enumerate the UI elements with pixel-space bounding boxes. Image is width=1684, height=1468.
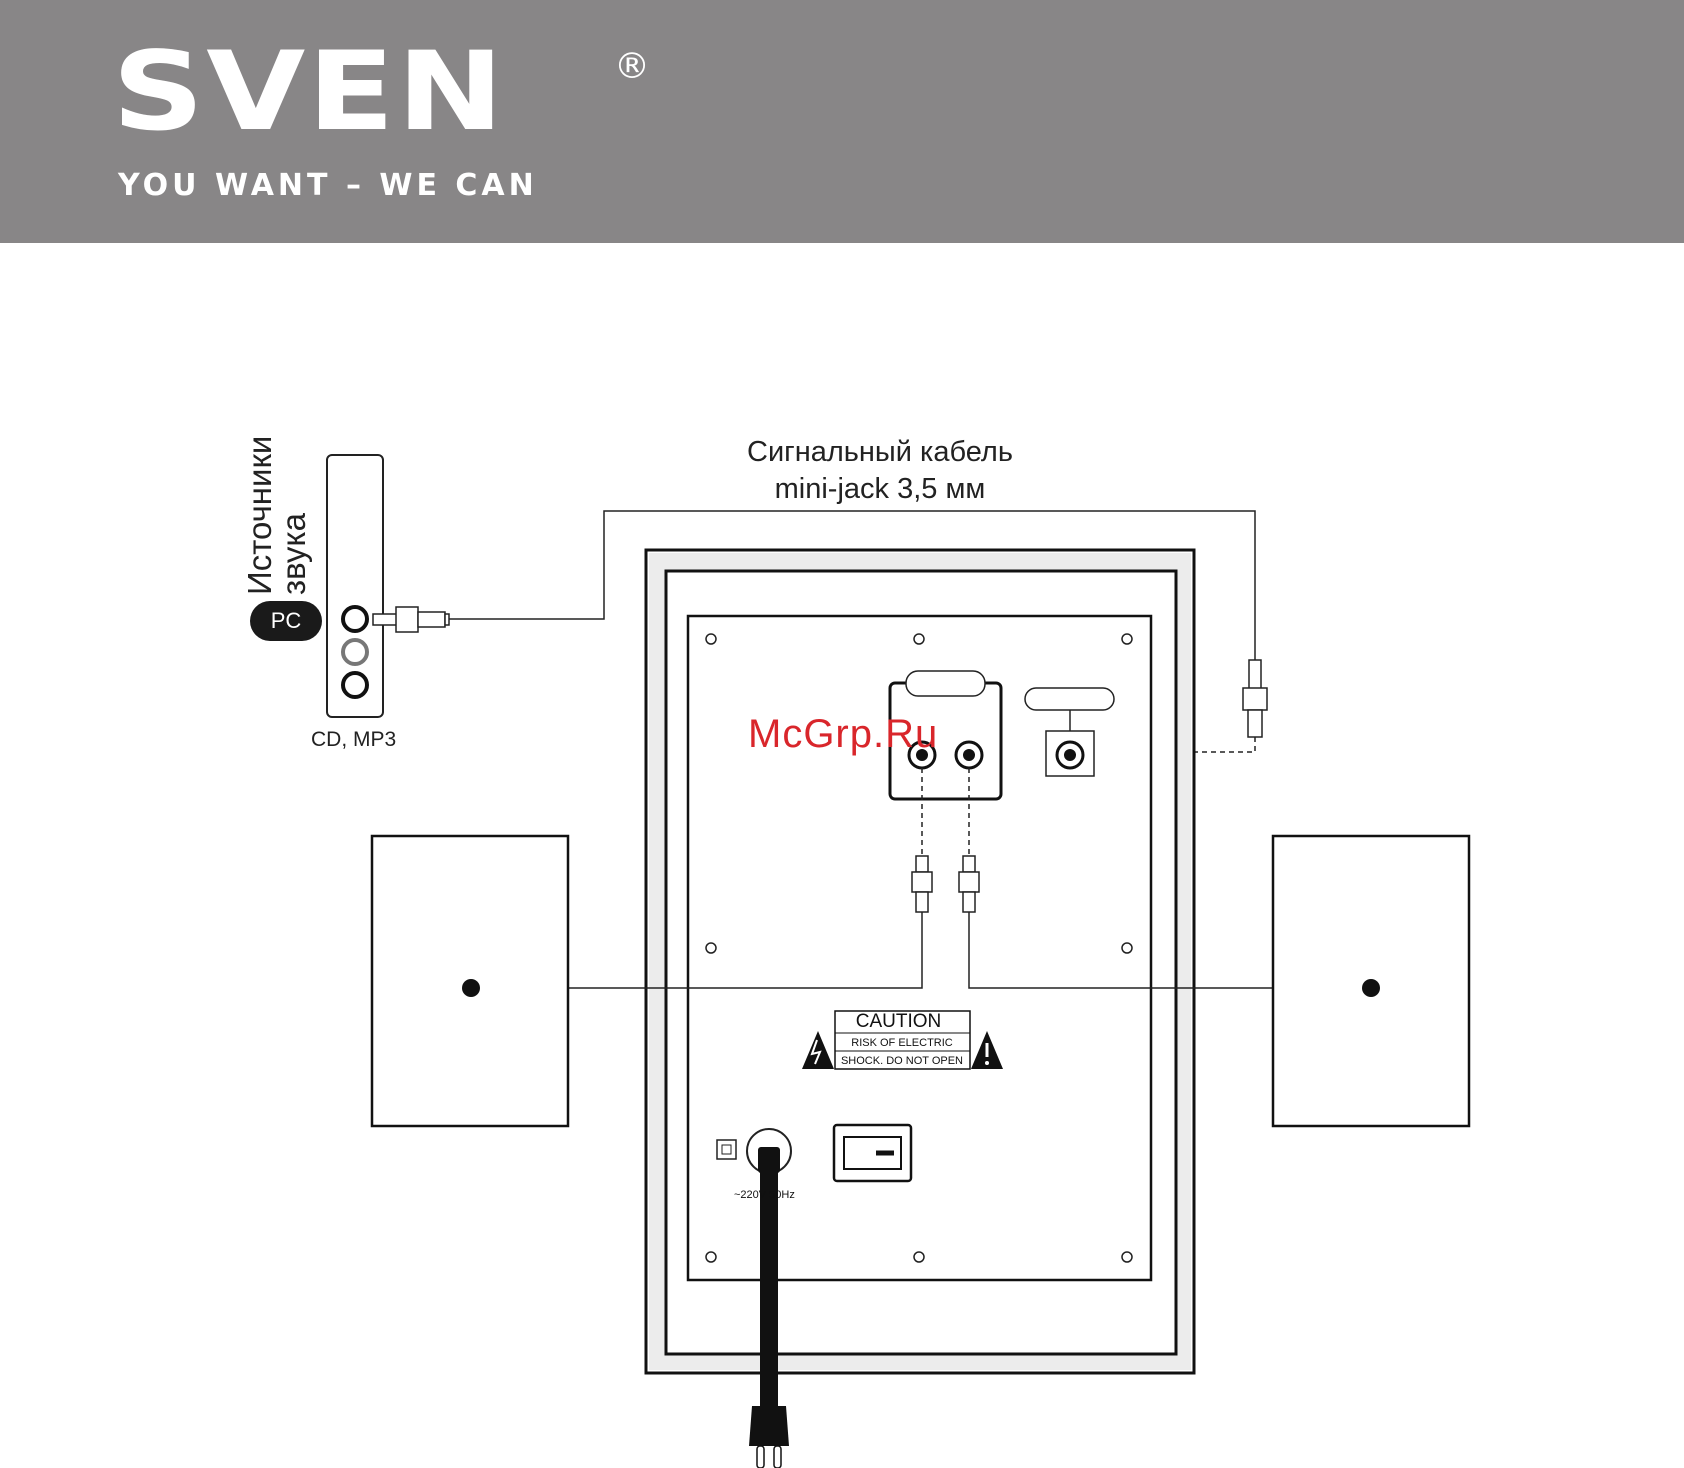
power-spec-label: ~220V 50Hz bbox=[734, 1189, 795, 1201]
right-speaker-terminal bbox=[1362, 979, 1380, 997]
source-devices-label: CD, MP3 bbox=[311, 728, 396, 752]
pc-badge: PC bbox=[250, 601, 322, 641]
source-jack-mid bbox=[343, 640, 367, 664]
source-jack-out bbox=[343, 607, 367, 631]
minijack-plug-sub bbox=[1243, 660, 1267, 737]
sound-source-label-line2: звука bbox=[277, 305, 311, 595]
power-cord-head bbox=[758, 1147, 780, 1173]
minijack-plug-source bbox=[373, 607, 449, 632]
sound-source-label: Источники звука bbox=[243, 305, 311, 595]
left-speaker-terminal bbox=[462, 979, 480, 997]
signal-cable-label: Сигнальный кабель mini-jack 3,5 мм bbox=[700, 434, 1060, 508]
input-label-slot bbox=[1025, 688, 1114, 710]
caution-title: CAUTION bbox=[836, 1011, 961, 1033]
cable-label-line1: Сигнальный кабель bbox=[700, 434, 1060, 471]
watermark: McGrp.Ru bbox=[748, 712, 938, 757]
cable-label-line2: mini-jack 3,5 мм bbox=[700, 471, 1060, 508]
power-cord bbox=[760, 1149, 778, 1409]
caution-line1: RISK OF ELECTRIC bbox=[832, 1037, 972, 1049]
sound-source-label-line1: Источники bbox=[243, 305, 277, 595]
speaker-output-label-slot bbox=[906, 671, 985, 696]
caution-line2: SHOCK. DO NOT OPEN bbox=[832, 1055, 972, 1067]
source-jack-in bbox=[343, 673, 367, 697]
power-plug bbox=[749, 1406, 789, 1446]
